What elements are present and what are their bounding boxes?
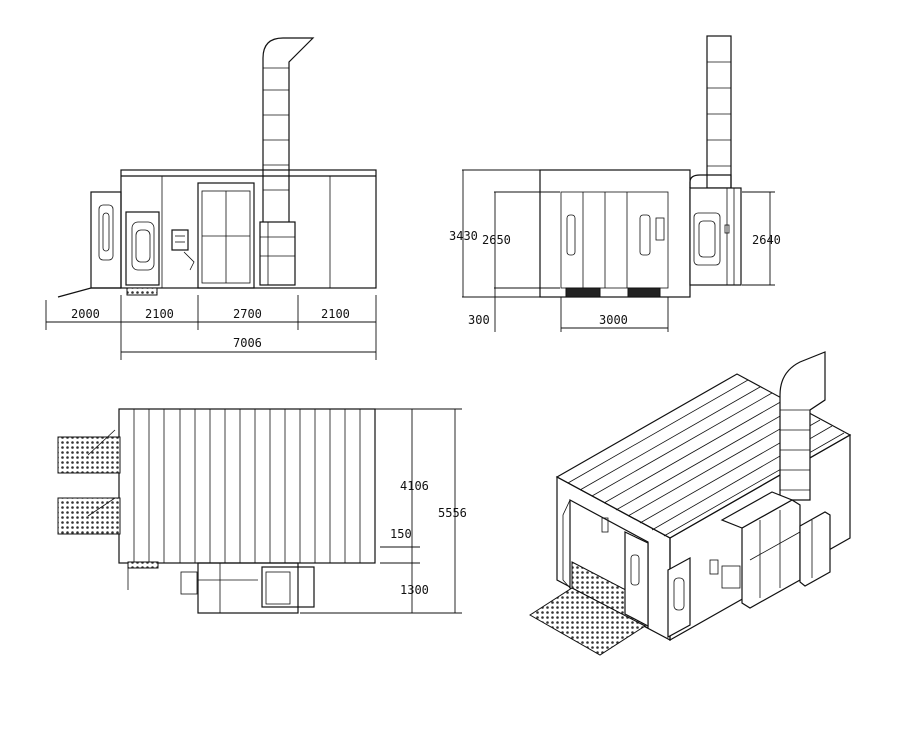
roof-plan (118, 408, 376, 564)
side-door (90, 191, 122, 289)
dim-2100-right: 2100 (321, 307, 350, 321)
dim-2000: 2000 (71, 307, 100, 321)
side-exhaust-stack (706, 35, 732, 189)
dim-3000: 3000 (599, 313, 628, 327)
control-panel (171, 229, 195, 271)
dim-5556: 5556 (438, 506, 467, 520)
floor-grating (126, 287, 158, 296)
dim-2640: 2640 (752, 233, 781, 247)
dim-300: 300 (468, 313, 490, 327)
front-dimensions: 2000 2100 2700 2100 7006 (45, 295, 377, 360)
main-door (197, 182, 255, 289)
dim-2650: 2650 (482, 233, 511, 247)
dim-7006: 7006 (233, 336, 262, 350)
iso-roof-ribs (567, 379, 845, 537)
personnel-door (125, 211, 160, 286)
iso-exhaust-stack (779, 351, 826, 501)
ramp-grating-top (57, 436, 121, 474)
iso-ramp (529, 587, 646, 656)
side-dimensions: 3430 2650 2640 300 3000 (449, 169, 781, 332)
dim-1300: 1300 (400, 583, 429, 597)
dim-3430: 3430 (449, 229, 478, 243)
dim-4106: 4106 (400, 479, 429, 493)
dim-2700: 2700 (233, 307, 262, 321)
side-view: 3430 2650 2640 300 3000 (449, 35, 781, 332)
top-dimensions: 4106 5556 150 1300 (300, 408, 467, 614)
dim-150: 150 (390, 527, 412, 541)
side-air-unit (689, 174, 742, 286)
top-view: 4106 5556 150 1300 (57, 408, 467, 614)
floor-pit-right (627, 287, 661, 298)
floor-pit-left (565, 287, 601, 298)
top-annex (180, 562, 315, 614)
ramp-grating-bottom (57, 497, 121, 535)
roof-panels (133, 409, 361, 563)
dim-2100-left: 2100 (145, 307, 174, 321)
exhaust-stack (262, 37, 315, 222)
iso-air-unit (709, 491, 831, 609)
isometric-view (529, 351, 852, 656)
iso-personnel-door (667, 556, 691, 639)
side-body (539, 169, 691, 298)
air-unit (259, 221, 296, 286)
front-view: 2000 2100 2700 2100 7006 (45, 37, 377, 360)
